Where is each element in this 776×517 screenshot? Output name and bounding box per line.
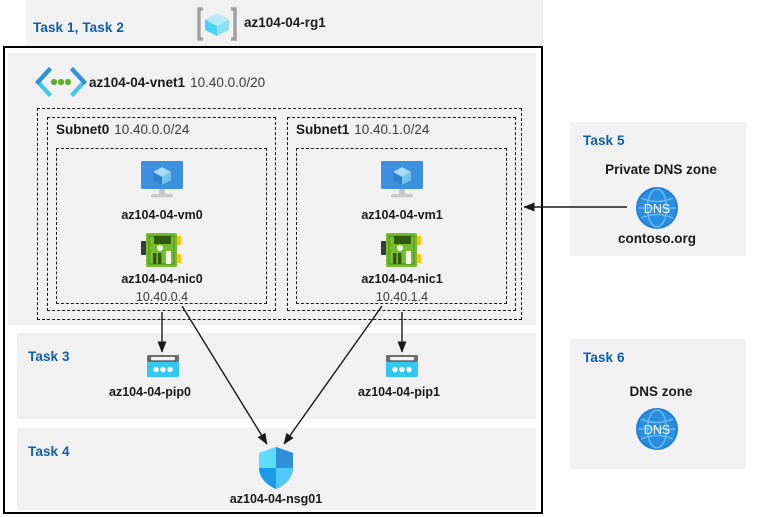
vm-1-label: az104-04-vm1 [361,208,443,222]
resource-group-icon [197,7,237,41]
dns-zone-icon: DNS [634,185,680,231]
nic-1-ip: 10.40.1.4 [375,290,429,304]
task-label-5: Task 5 [583,133,625,148]
nic-1-label: az104-04-nic1 [361,272,443,286]
subnet-box-1 [287,117,516,311]
resource-group-frame [3,46,543,514]
network-interface-icon [141,231,183,269]
task-label-1-2: Task 1, Task 2 [33,20,124,35]
vnet-header: az104-04-vnet1 10.40.0.0/20 [89,75,265,90]
nic-0-ip: 10.40.0.4 [135,290,189,304]
pip-0-label: az104-04-pip0 [109,385,191,399]
subnet-1-cidr: 10.40.1.0/24 [354,122,430,137]
nsg-label: az104-04-nsg01 [229,492,323,506]
public-ip-address-icon [384,353,420,381]
subnet-1-header: Subnet1 10.40.1.0/24 [296,122,429,137]
task-label-4: Task 4 [28,444,70,459]
vnet-name: az104-04-vnet1 [89,75,186,90]
private-dns-zone-heading: Private DNS zone [605,162,717,177]
svg-text:DNS: DNS [644,423,670,437]
resource-group-name: az104-04-rg1 [244,15,326,30]
pip-1-label: az104-04-pip1 [358,385,440,399]
network-interface-icon [381,231,423,269]
vm-box-1 [296,148,507,304]
subnet-1-name: Subnet1 [296,122,350,137]
network-security-group-icon [256,446,296,490]
virtual-machine-icon [377,159,427,201]
subnet-box-0 [47,117,276,311]
vnet-address-space: 10.40.0.0/20 [190,75,266,90]
dns-zone-icon: DNS [634,406,680,452]
subnet-0-header: Subnet0 10.40.0.0/24 [56,122,189,137]
nic-0-label: az104-04-nic0 [121,272,203,286]
subnet-0-cidr: 10.40.0.0/24 [114,122,190,137]
task-label-6: Task 6 [583,350,625,365]
subnets-container [37,108,522,320]
resource-group-header-panel [26,0,543,46]
dns-zone-heading: DNS zone [629,384,693,399]
virtual-machine-icon [137,159,187,201]
task3-panel [17,333,536,419]
vnet-panel [8,53,536,325]
task-label-3: Task 3 [28,349,70,364]
vm-0-label: az104-04-vm0 [121,208,203,222]
private-dns-zone-name: contoso.org [618,231,696,246]
vm-box-0 [56,148,267,304]
svg-text:DNS: DNS [644,202,670,216]
public-ip-address-icon [145,353,181,381]
virtual-network-icon [33,66,89,98]
subnet-0-name: Subnet0 [56,122,110,137]
